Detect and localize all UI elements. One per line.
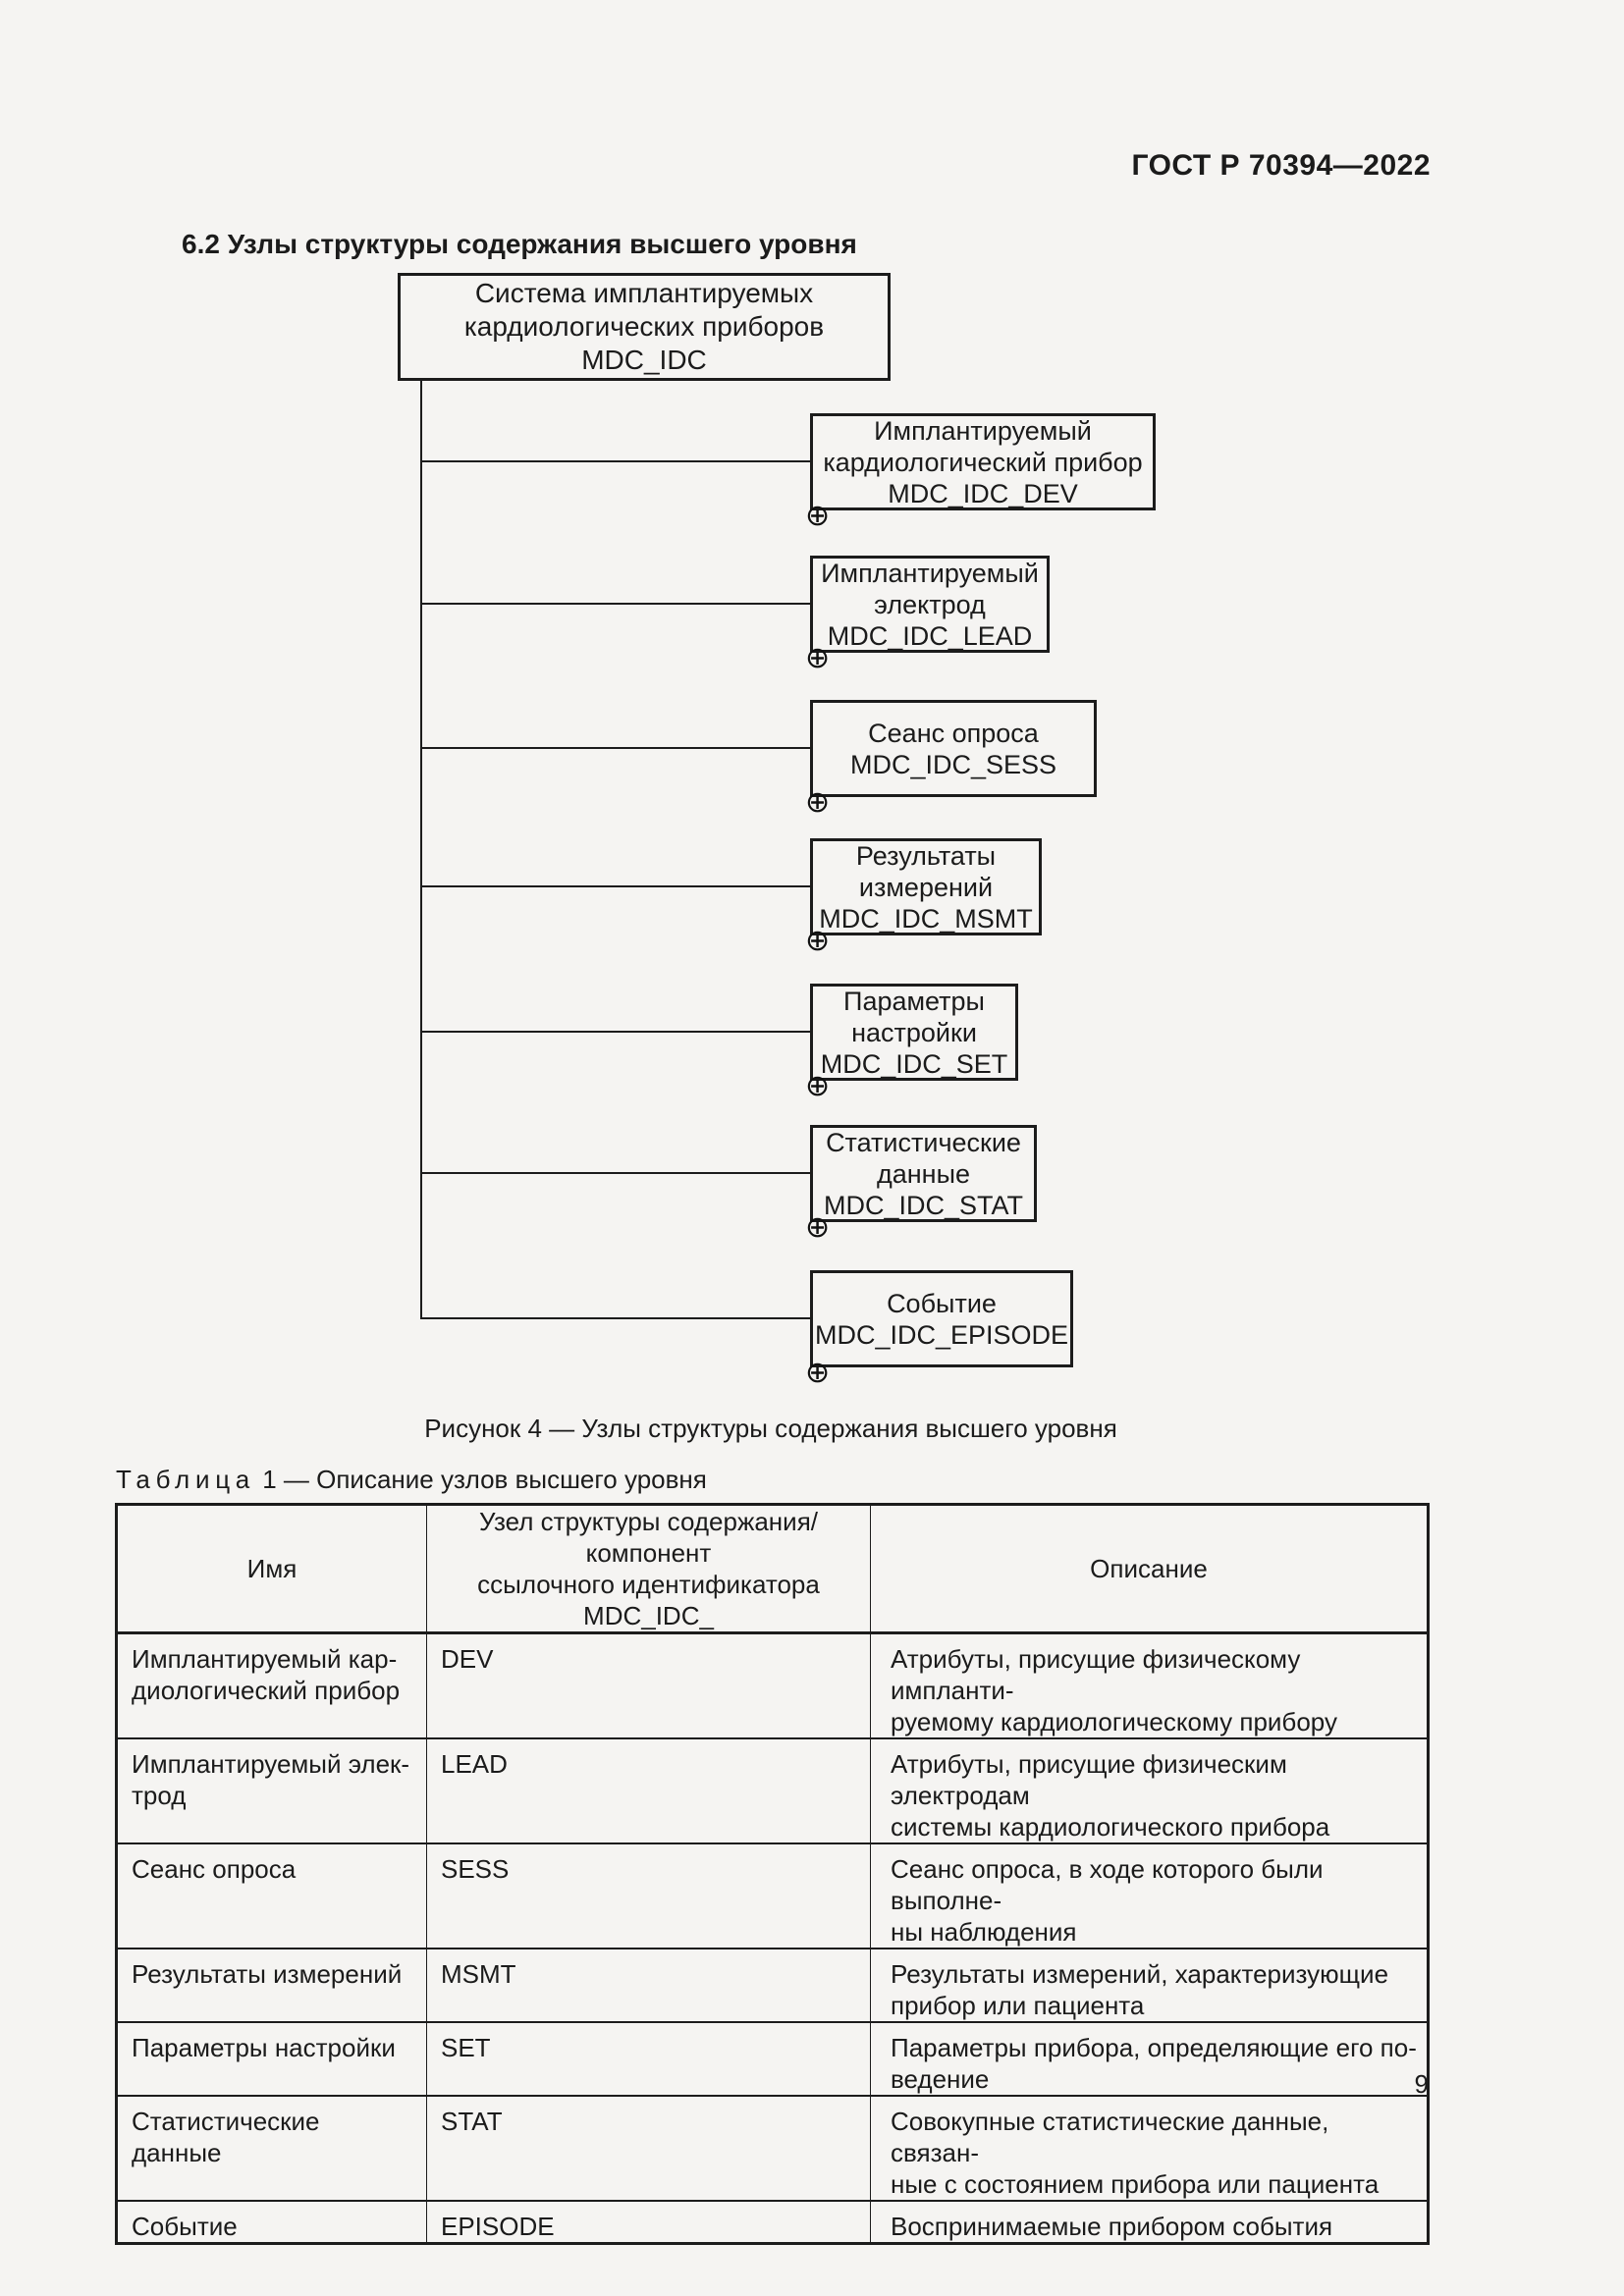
table-row: Событие EPISODE Воспринимаемые прибором … xyxy=(116,2201,1429,2244)
connector-line xyxy=(420,460,810,462)
table-row: Имплантируемый кар- диологический прибор… xyxy=(116,1632,1429,1739)
table-title: Таблица 1 — Описание узлов высшего уровн… xyxy=(116,1465,707,1495)
node-code: MDC_IDC_SESS xyxy=(849,749,1057,779)
cell-name: Событие xyxy=(116,2201,427,2244)
circled-plus-icon: ⊕ xyxy=(805,785,831,820)
cell-description: Атрибуты, присущие физическим электродам… xyxy=(870,1738,1429,1844)
node-box-stat: Статистические данные MDC_IDC_STAT xyxy=(810,1125,1037,1222)
trunk-connector-line xyxy=(420,381,422,1319)
table-header-name: Имя xyxy=(116,1504,427,1634)
connector-line xyxy=(420,747,810,749)
node-label: Сеанс опроса xyxy=(868,718,1039,748)
table-row: Параметры настройки SET Параметры прибор… xyxy=(116,2022,1429,2097)
cell-name: Результаты измерений xyxy=(116,1949,427,2023)
page-number: 9 xyxy=(1414,2069,1429,2099)
node-code: MDC_IDC_SET xyxy=(820,1048,1008,1079)
node-box-msmt: Результаты измерений MDC_IDC_MSMT xyxy=(810,838,1042,935)
node-box-lead: Имплантируемый электрод MDC_IDC_LEAD xyxy=(810,556,1050,653)
cell-node: LEAD xyxy=(426,1738,871,1844)
node-code: MDC_IDC_EPISODE xyxy=(814,1319,1069,1350)
circled-plus-icon: ⊕ xyxy=(805,499,831,533)
connector-line xyxy=(420,1172,810,1174)
cell-name: Имплантируемый кар- диологический прибор xyxy=(116,1632,427,1739)
cell-description: Воспринимаемые прибором события xyxy=(870,2201,1429,2244)
table-header-row: Имя Узел структуры содержания/компонент … xyxy=(116,1504,1429,1634)
node-box-episode: Событие MDC_IDC_EPISODE xyxy=(810,1270,1073,1367)
root-node-code: MDC_IDC xyxy=(581,345,707,375)
table-header-description: Описание xyxy=(870,1504,1429,1634)
circled-plus-icon: ⊕ xyxy=(805,641,831,675)
node-code: MDC_IDC_DEV xyxy=(888,478,1078,508)
cell-name: Статистические данные xyxy=(116,2096,427,2202)
node-code: MDC_IDC_STAT xyxy=(823,1190,1023,1220)
cell-node: EPISODE xyxy=(426,2201,871,2244)
table-row: Статистические данные STAT Совокупные ст… xyxy=(116,2096,1429,2202)
cell-description: Атрибуты, присущие физическому импланти-… xyxy=(870,1632,1429,1739)
cell-node: DEV xyxy=(426,1632,871,1739)
root-node-box: Система имплантируемых кардиологических … xyxy=(398,273,891,381)
section-heading: 6.2 Узлы структуры содержания высшего ур… xyxy=(182,229,857,259)
cell-node: SET xyxy=(426,2022,871,2097)
table-row: Результаты измерений MSMT Результаты изм… xyxy=(116,1949,1429,2023)
cell-node: SESS xyxy=(426,1843,871,1949)
cell-name: Имплантируемый элек- трод xyxy=(116,1738,427,1844)
node-label: Параметры настройки xyxy=(843,986,985,1047)
connector-line xyxy=(420,885,810,887)
cell-description: Совокупные статистические данные, связан… xyxy=(870,2096,1429,2202)
table-title-word: Таблица xyxy=(116,1465,255,1494)
cell-description: Параметры прибора, определяющие его по- … xyxy=(870,2022,1429,2097)
document-code-header: ГОСТ Р 70394—2022 xyxy=(1131,149,1431,182)
circled-plus-icon: ⊕ xyxy=(805,924,831,958)
cell-description: Результаты измерений, характеризующие пр… xyxy=(870,1949,1429,2023)
table-row: Имплантируемый элек- трод LEAD Атрибуты,… xyxy=(116,1738,1429,1844)
connector-line xyxy=(420,1031,810,1033)
connector-line xyxy=(420,1317,810,1319)
table-title-rest: 1 — Описание узлов высшего уровня xyxy=(262,1465,707,1494)
node-label: Имплантируемый кардиологический прибор xyxy=(823,415,1143,477)
node-code: MDC_IDC_LEAD xyxy=(827,620,1033,651)
table-row: Сеанс опроса SESS Сеанс опроса, в ходе к… xyxy=(116,1843,1429,1949)
circled-plus-icon: ⊕ xyxy=(805,1210,831,1245)
nodes-description-table: Имя Узел структуры содержания/компонент … xyxy=(115,1503,1430,2245)
node-label: Статистические данные xyxy=(826,1127,1021,1189)
circled-plus-icon: ⊕ xyxy=(805,1356,831,1390)
circled-plus-icon: ⊕ xyxy=(805,1069,831,1103)
node-label: Событие xyxy=(887,1288,997,1318)
node-box-set: Параметры настройки MDC_IDC_SET xyxy=(810,984,1018,1081)
cell-name: Сеанс опроса xyxy=(116,1843,427,1949)
table-header-node: Узел структуры содержания/компонент ссыл… xyxy=(426,1504,871,1634)
node-box-sess: Сеанс опроса MDC_IDC_SESS xyxy=(810,700,1097,797)
figure-caption: Рисунок 4 — Узлы структуры содержания вы… xyxy=(424,1414,1117,1443)
cell-name: Параметры настройки xyxy=(116,2022,427,2097)
node-box-dev: Имплантируемый кардиологический прибор M… xyxy=(810,413,1156,510)
node-label: Результаты измерений xyxy=(855,840,997,902)
root-node-label: Система имплантируемых кардиологических … xyxy=(463,278,825,342)
cell-node: MSMT xyxy=(426,1949,871,2023)
node-code: MDC_IDC_MSMT xyxy=(819,903,1033,934)
node-label: Имплантируемый электрод xyxy=(821,558,1039,619)
cell-description: Сеанс опроса, в ходе которого были выпол… xyxy=(870,1843,1429,1949)
connector-line xyxy=(420,603,810,605)
cell-node: STAT xyxy=(426,2096,871,2202)
